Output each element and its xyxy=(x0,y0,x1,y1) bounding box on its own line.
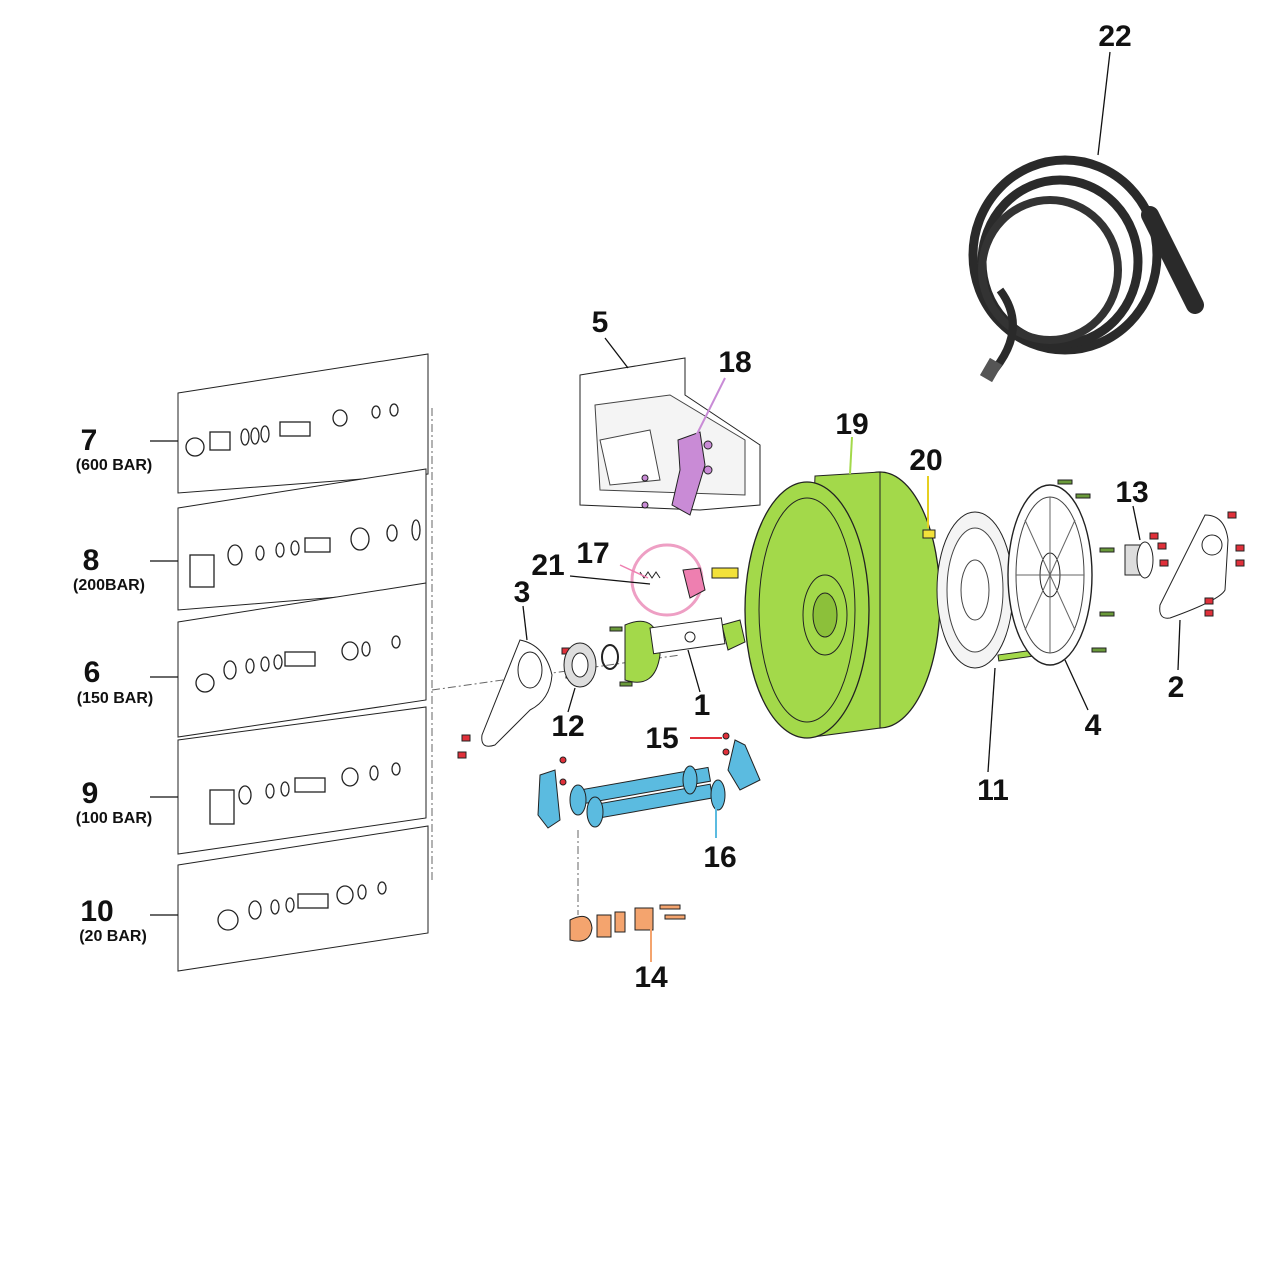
label-21: 21 xyxy=(531,549,564,582)
label-18: 18 xyxy=(718,346,751,379)
label-20: 20 xyxy=(909,444,942,477)
label-15: 15 xyxy=(645,722,678,755)
kit-number: 9 xyxy=(82,777,99,810)
kit-rating: (200BAR) xyxy=(73,577,145,594)
side-plate-part-2[interactable] xyxy=(1159,514,1229,619)
spring-part-21[interactable] xyxy=(639,571,661,579)
label-22: 22 xyxy=(1098,20,1131,53)
kit-number: 6 xyxy=(84,656,101,689)
cam-part-17[interactable] xyxy=(682,567,706,599)
label-11: 11 xyxy=(977,774,1009,807)
fitting-part-20[interactable] xyxy=(922,529,936,539)
kit-rating: (150 BAR) xyxy=(77,690,153,707)
swivel-kit-panels xyxy=(177,353,681,972)
label-3: 3 xyxy=(514,576,531,609)
kit-rating: (100 BAR) xyxy=(76,810,152,827)
label-13: 13 xyxy=(1115,476,1148,509)
side-plate-part-3[interactable] xyxy=(481,639,553,747)
connector-yellow[interactable] xyxy=(711,567,739,579)
kit-rating: (20 BAR) xyxy=(79,928,147,945)
hose-part-22[interactable] xyxy=(968,155,1204,383)
label-1: 1 xyxy=(694,689,711,722)
swivel-fittings xyxy=(185,403,421,931)
kit-number: 10 xyxy=(80,895,113,928)
axle-part-1[interactable] xyxy=(649,617,726,655)
label-12: 12 xyxy=(551,710,584,743)
bearing-part-12[interactable] xyxy=(563,642,619,688)
hub-part-13[interactable] xyxy=(1124,541,1154,579)
swivel-kit-labels: 7 (600 BAR) 8 (200BAR) 6 (150 BAR) 9 (10… xyxy=(73,424,178,945)
lever-part-18[interactable] xyxy=(641,431,713,516)
spring-housing-part-11[interactable] xyxy=(936,511,1040,669)
kit-number: 7 xyxy=(81,424,98,457)
kit-number: 8 xyxy=(83,544,100,577)
label-19: 19 xyxy=(835,408,868,441)
arm-assembly-part-16[interactable] xyxy=(537,739,761,829)
bolts xyxy=(609,479,1115,687)
label-2: 2 xyxy=(1168,671,1185,704)
kit-rating: (600 BAR) xyxy=(76,457,152,474)
label-14: 14 xyxy=(634,961,668,994)
guide-roller-part-14[interactable] xyxy=(569,904,686,942)
wall-bracket-part-5[interactable] xyxy=(579,357,761,511)
label-4: 4 xyxy=(1085,709,1102,742)
reel-drum-part-19[interactable] xyxy=(744,471,941,739)
label-5: 5 xyxy=(592,306,609,339)
label-17: 17 xyxy=(576,537,609,570)
label-16: 16 xyxy=(703,841,736,874)
side-disc-part-4[interactable] xyxy=(1007,484,1093,666)
